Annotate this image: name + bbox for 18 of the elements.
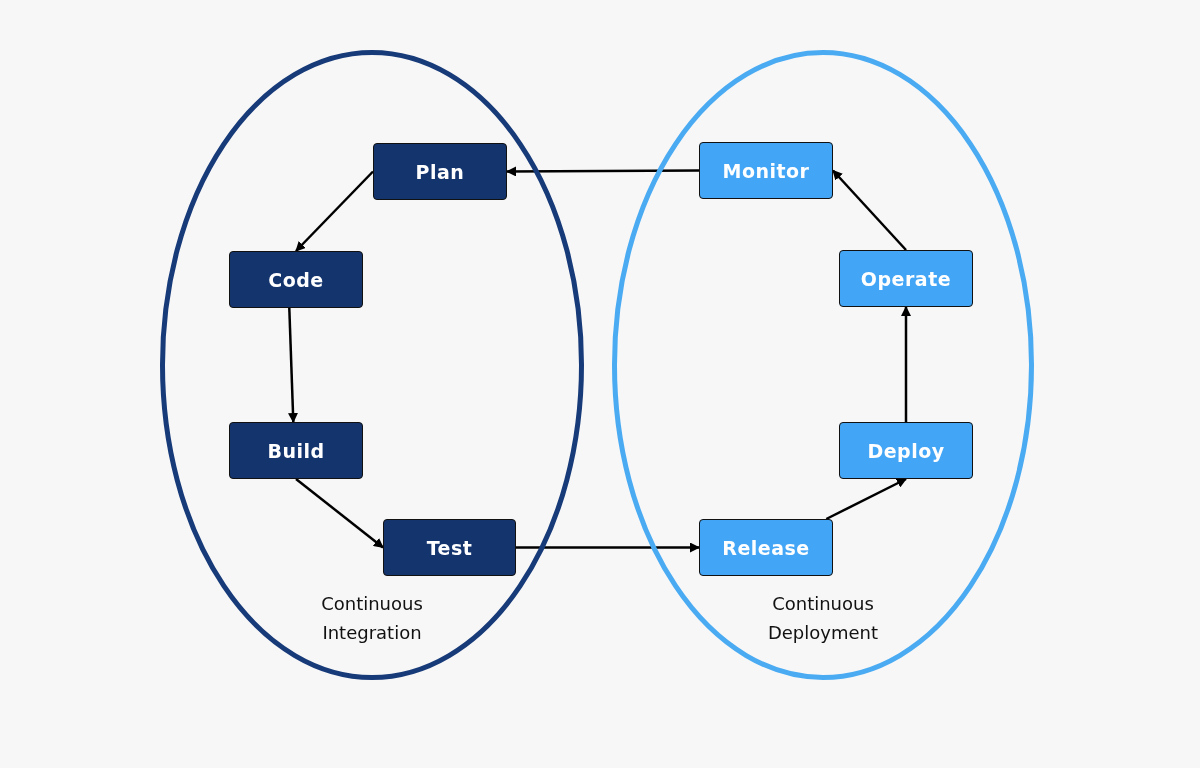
process-box: Plan	[373, 143, 507, 200]
process-box: Build	[229, 422, 363, 479]
process-box: Code	[229, 251, 363, 308]
arrow	[506, 166, 699, 177]
process-box: Test	[383, 519, 516, 576]
arrow	[295, 478, 384, 549]
process-box: Operate	[839, 250, 973, 307]
arrow	[901, 306, 911, 422]
arrow	[288, 307, 298, 423]
process-box: Deploy	[839, 422, 973, 479]
process-box: Release	[699, 519, 833, 576]
arrow	[832, 169, 907, 251]
process-box: Monitor	[699, 142, 833, 199]
group-label: Continuous Integration	[320, 592, 424, 645]
group-label: Continuous Deployment	[766, 592, 880, 645]
arrow	[825, 477, 907, 521]
arrow	[516, 542, 700, 553]
arrow	[295, 170, 374, 252]
